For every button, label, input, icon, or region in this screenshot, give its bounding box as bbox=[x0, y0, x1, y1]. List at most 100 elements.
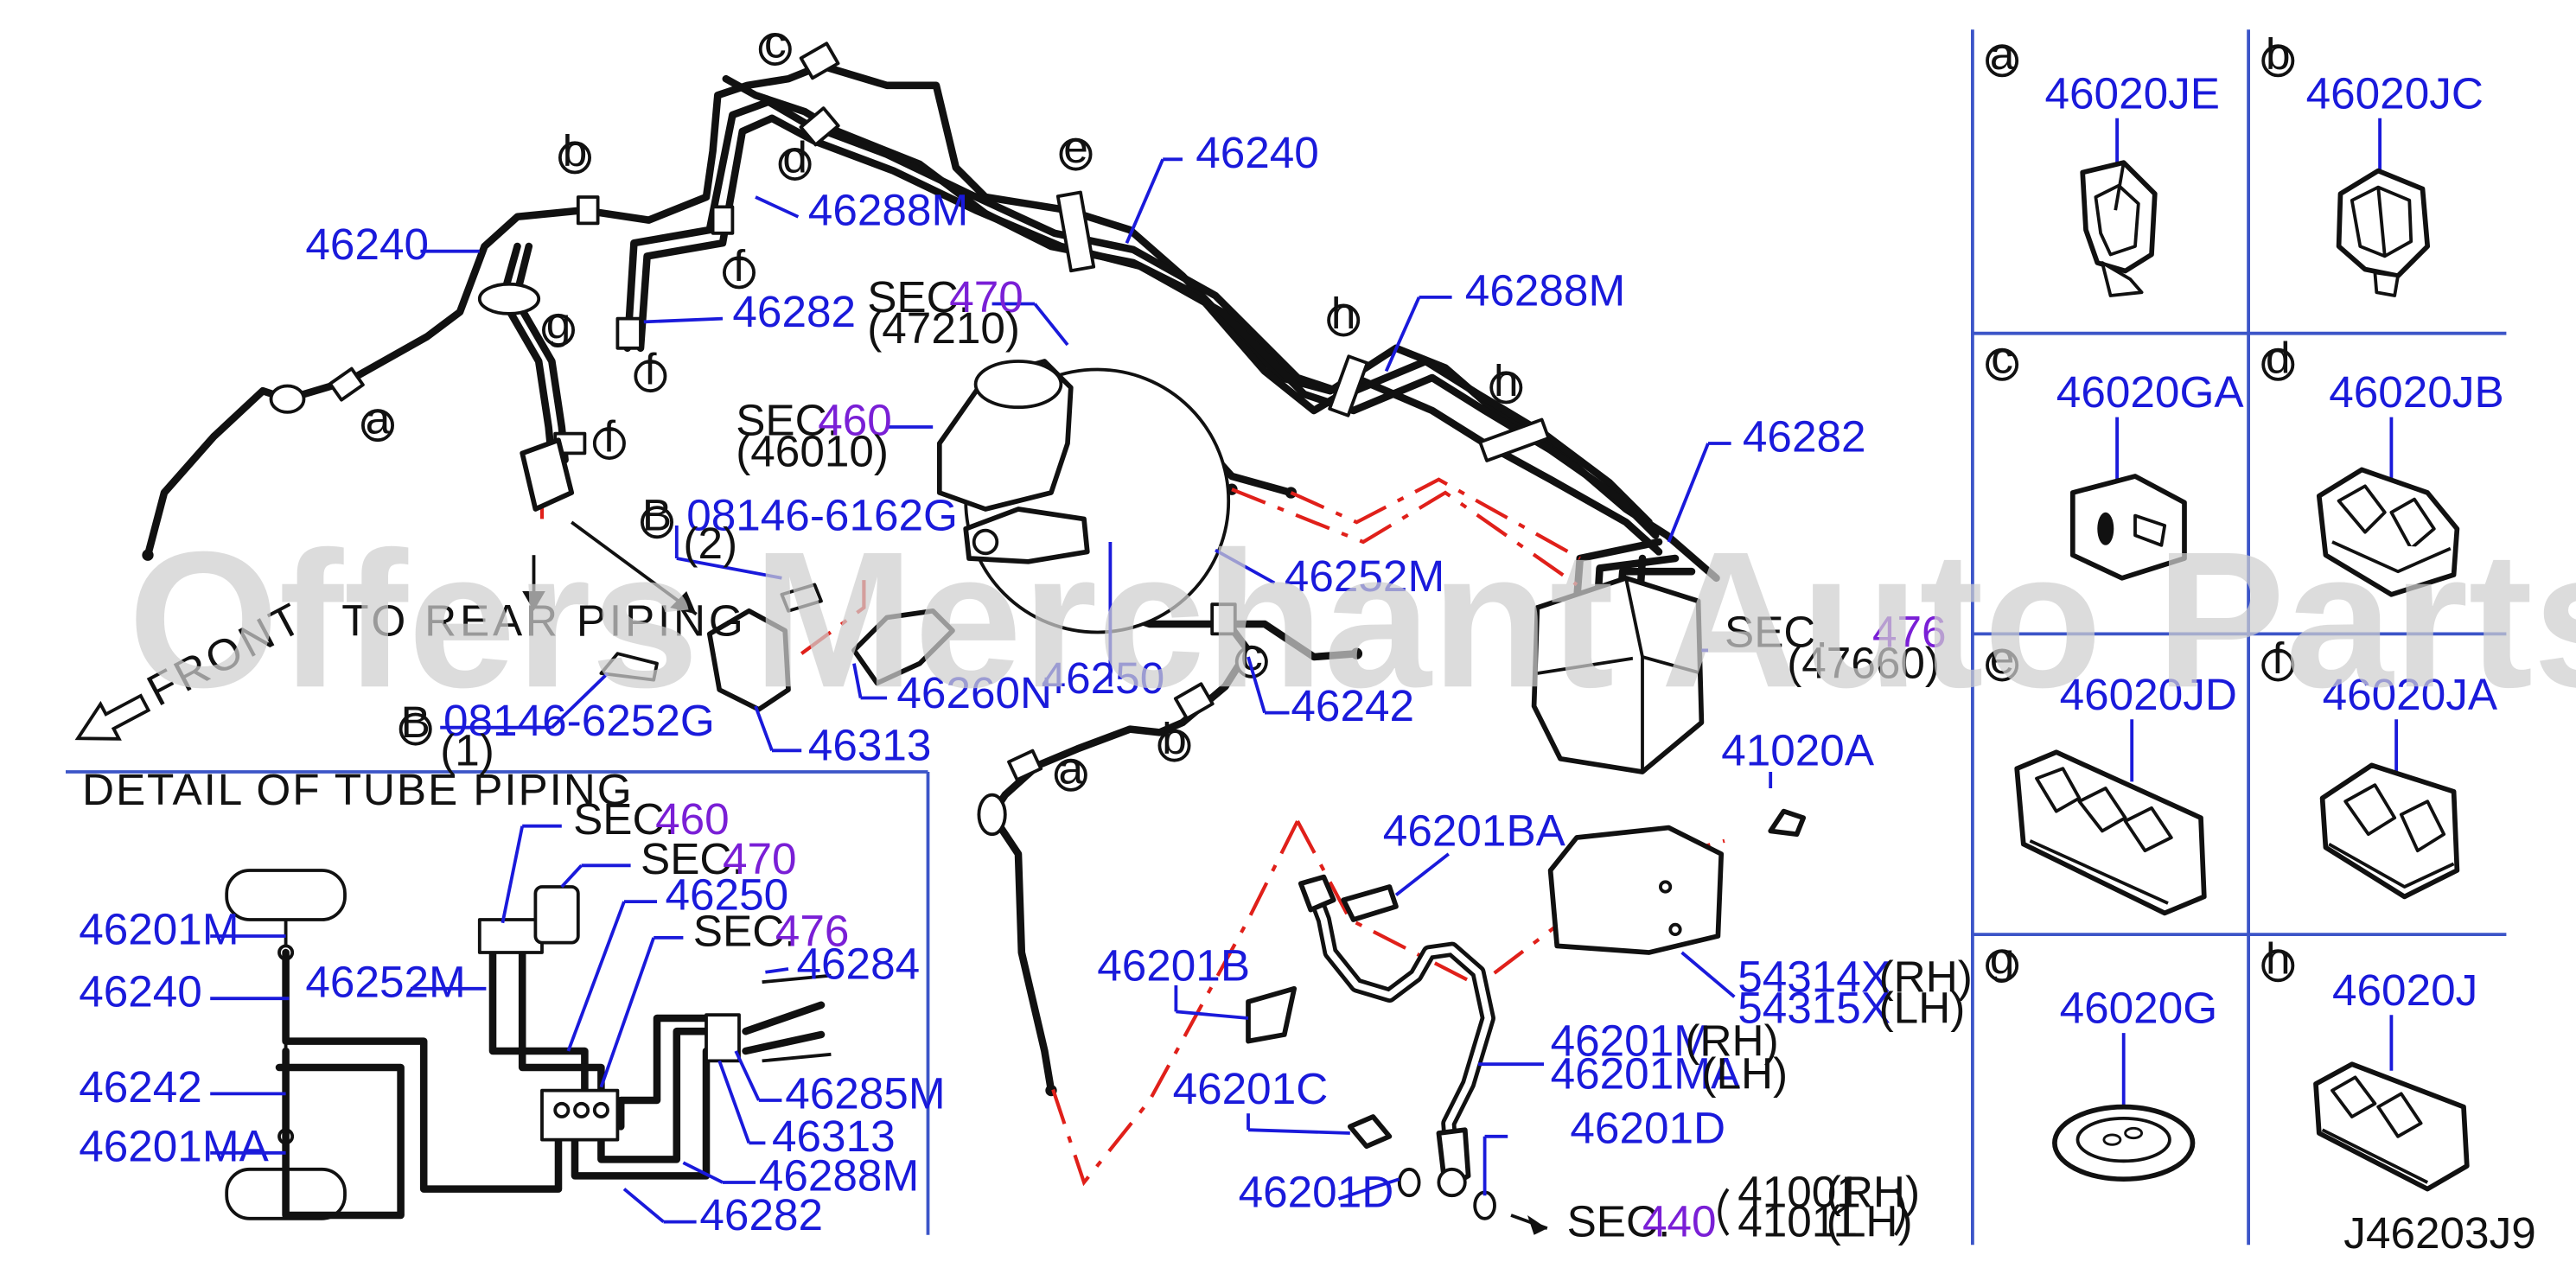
grommet-46020g-icon bbox=[2052, 1104, 2196, 1182]
clip-46020jc-icon bbox=[2336, 168, 2431, 297]
label-46288m[interactable]: 46288M bbox=[1465, 265, 1625, 315]
svg-text:h: h bbox=[1494, 356, 1519, 405]
label-sec-470[interactable]: 470 bbox=[949, 272, 1023, 322]
label-46201ma[interactable]: 46201MA bbox=[79, 1121, 269, 1170]
clip-cell-c[interactable]: c 46020GA bbox=[1986, 333, 2244, 581]
detail-inset bbox=[66, 770, 930, 1235]
svg-text:(LH): (LH) bbox=[1701, 1049, 1788, 1099]
clip-part-number: 46020JC bbox=[2306, 68, 2484, 118]
clip-46020je-icon bbox=[2080, 160, 2158, 297]
label-46260n[interactable]: 46260N bbox=[896, 668, 1052, 717]
label-46201d[interactable]: 46201D bbox=[1239, 1168, 1394, 1217]
label-46201ba[interactable]: 46201BA bbox=[1383, 806, 1566, 856]
clip-letter: c bbox=[1991, 333, 2013, 382]
label-08146-6162g[interactable]: 08146-6162G bbox=[686, 491, 958, 540]
svg-text:(RH): (RH) bbox=[1685, 1016, 1778, 1066]
label-46242[interactable]: 46242 bbox=[79, 1062, 202, 1112]
svg-text:(2): (2) bbox=[683, 519, 737, 568]
svg-text:b: b bbox=[563, 126, 588, 175]
label-46282[interactable]: 46282 bbox=[699, 1190, 823, 1239]
front-hose-assembly bbox=[1246, 808, 1807, 1235]
label-46201d[interactable]: 46201D bbox=[1570, 1103, 1725, 1152]
clip-cell-g[interactable]: g 46020G bbox=[1986, 934, 2217, 1182]
svg-text:41011: 41011 bbox=[1738, 1197, 1858, 1246]
svg-text:(LH): (LH) bbox=[1879, 984, 1966, 1033]
label-46201m[interactable]: 46201M bbox=[1551, 1016, 1711, 1066]
label-46240[interactable]: 46240 bbox=[1196, 128, 1319, 177]
label-46252m[interactable]: 46252M bbox=[1285, 551, 1444, 601]
label-54314x[interactable]: 54314X bbox=[1738, 953, 1891, 1002]
clip-letter: f bbox=[2272, 634, 2285, 683]
svg-text:(RH): (RH) bbox=[1827, 1168, 1920, 1217]
svg-text:b: b bbox=[1162, 714, 1187, 763]
clip-grid bbox=[1971, 29, 2507, 1246]
diagram-code: J46203J9 bbox=[2343, 1208, 2535, 1258]
part-labels: 46240 46240 46288M 46282 46288M 46282 SE… bbox=[74, 128, 1973, 1246]
svg-text:SEC.: SEC. bbox=[641, 834, 744, 883]
svg-text:476: 476 bbox=[775, 906, 850, 955]
label-46288m[interactable]: 46288M bbox=[808, 185, 968, 234]
svg-text:(1): (1) bbox=[440, 725, 494, 774]
clip-letter: a bbox=[1990, 29, 2015, 79]
svg-text:a: a bbox=[366, 394, 391, 443]
svg-text:B: B bbox=[401, 698, 430, 747]
clip-46020ga-icon bbox=[2069, 474, 2187, 581]
label-46288m[interactable]: 46288M bbox=[759, 1151, 919, 1201]
label-46240[interactable]: 46240 bbox=[79, 967, 202, 1016]
label-46201b[interactable]: 46201B bbox=[1097, 940, 1250, 990]
watermark-text: Offers Merchant Auto Parts Catalog PARTS… bbox=[128, 511, 2576, 728]
label-46252m[interactable]: 46252M bbox=[305, 957, 465, 1006]
svg-text:f: f bbox=[603, 412, 616, 462]
label-46250[interactable]: 46250 bbox=[1042, 653, 1165, 703]
label-46201m[interactable]: 46201M bbox=[79, 905, 239, 954]
label-46313[interactable]: 46313 bbox=[772, 1112, 896, 1161]
clip-letter: g bbox=[1990, 934, 2015, 984]
clip-cell-b[interactable]: b 46020JC bbox=[2261, 29, 2484, 297]
clip-cell-f[interactable]: f 46020JA bbox=[2261, 634, 2498, 900]
svg-text:(47660): (47660) bbox=[1787, 639, 1940, 688]
label-46284[interactable]: 46284 bbox=[797, 939, 921, 988]
clip-callouts: a b c d e f f g f h h c b a B B bbox=[361, 17, 1523, 793]
clip-cell-e[interactable]: e 46020JD bbox=[1986, 634, 2237, 916]
label-46313[interactable]: 46313 bbox=[808, 721, 932, 770]
label-46282[interactable]: 46282 bbox=[1743, 412, 1866, 462]
label-sec-476[interactable]: 476 bbox=[1872, 608, 1947, 657]
svg-text:(46010): (46010) bbox=[736, 427, 889, 476]
clip-46020jd-icon bbox=[2014, 749, 2207, 916]
label-46201c[interactable]: 46201C bbox=[1173, 1064, 1329, 1113]
svg-text:460: 460 bbox=[655, 794, 730, 844]
abs-actuator bbox=[1531, 575, 1705, 774]
clip-letter: b bbox=[2266, 29, 2291, 79]
svg-text:(LH): (LH) bbox=[1827, 1197, 1913, 1246]
clip-cell-d[interactable]: d 46020JB bbox=[2261, 333, 2504, 597]
clip-cell-a[interactable]: a 46020JE bbox=[1986, 29, 2221, 297]
clip-46020jb-icon bbox=[2316, 467, 2460, 597]
label-41020a[interactable]: 41020A bbox=[1721, 725, 1875, 774]
label-46285m[interactable]: 46285M bbox=[785, 1069, 945, 1118]
label-46201ma[interactable]: 46201MA bbox=[1551, 1049, 1741, 1099]
svg-text:d: d bbox=[782, 133, 807, 182]
label-46240[interactable]: 46240 bbox=[305, 220, 429, 269]
label-08146-6252g[interactable]: 08146-6252G bbox=[443, 696, 715, 745]
clip-part-number: 46020J bbox=[2332, 965, 2477, 1015]
detail-labels: DETAIL OF TUBE PIPING 46201M 46240 46242… bbox=[79, 765, 945, 1239]
svg-text:h: h bbox=[1331, 289, 1356, 338]
clip-46020ja-icon bbox=[2319, 762, 2460, 900]
clip-part-number: 46020JA bbox=[2323, 670, 2498, 719]
label-54315x[interactable]: 54315X bbox=[1738, 984, 1891, 1033]
svg-text:g: g bbox=[546, 298, 571, 347]
label-sec-440[interactable]: 440 bbox=[1642, 1197, 1717, 1246]
clip-cell-h[interactable]: h 46020J bbox=[2261, 934, 2477, 1192]
label-46282[interactable]: 46282 bbox=[732, 287, 856, 336]
svg-text:41001: 41001 bbox=[1738, 1168, 1861, 1217]
label-sec-460[interactable]: 460 bbox=[818, 396, 892, 445]
label-46250[interactable]: 46250 bbox=[666, 870, 789, 920]
label-46242[interactable]: 46242 bbox=[1291, 681, 1414, 730]
svg-text:(47210): (47210) bbox=[867, 303, 1020, 353]
detail-title: DETAIL OF TUBE PIPING bbox=[82, 765, 634, 814]
clip-part-number: 46020JE bbox=[2045, 68, 2221, 118]
svg-text:SEC.: SEC. bbox=[1567, 1197, 1671, 1246]
bracket-46260n bbox=[520, 437, 955, 712]
clip-part-number: 46020JB bbox=[2329, 367, 2504, 417]
svg-text:f: f bbox=[644, 345, 657, 394]
